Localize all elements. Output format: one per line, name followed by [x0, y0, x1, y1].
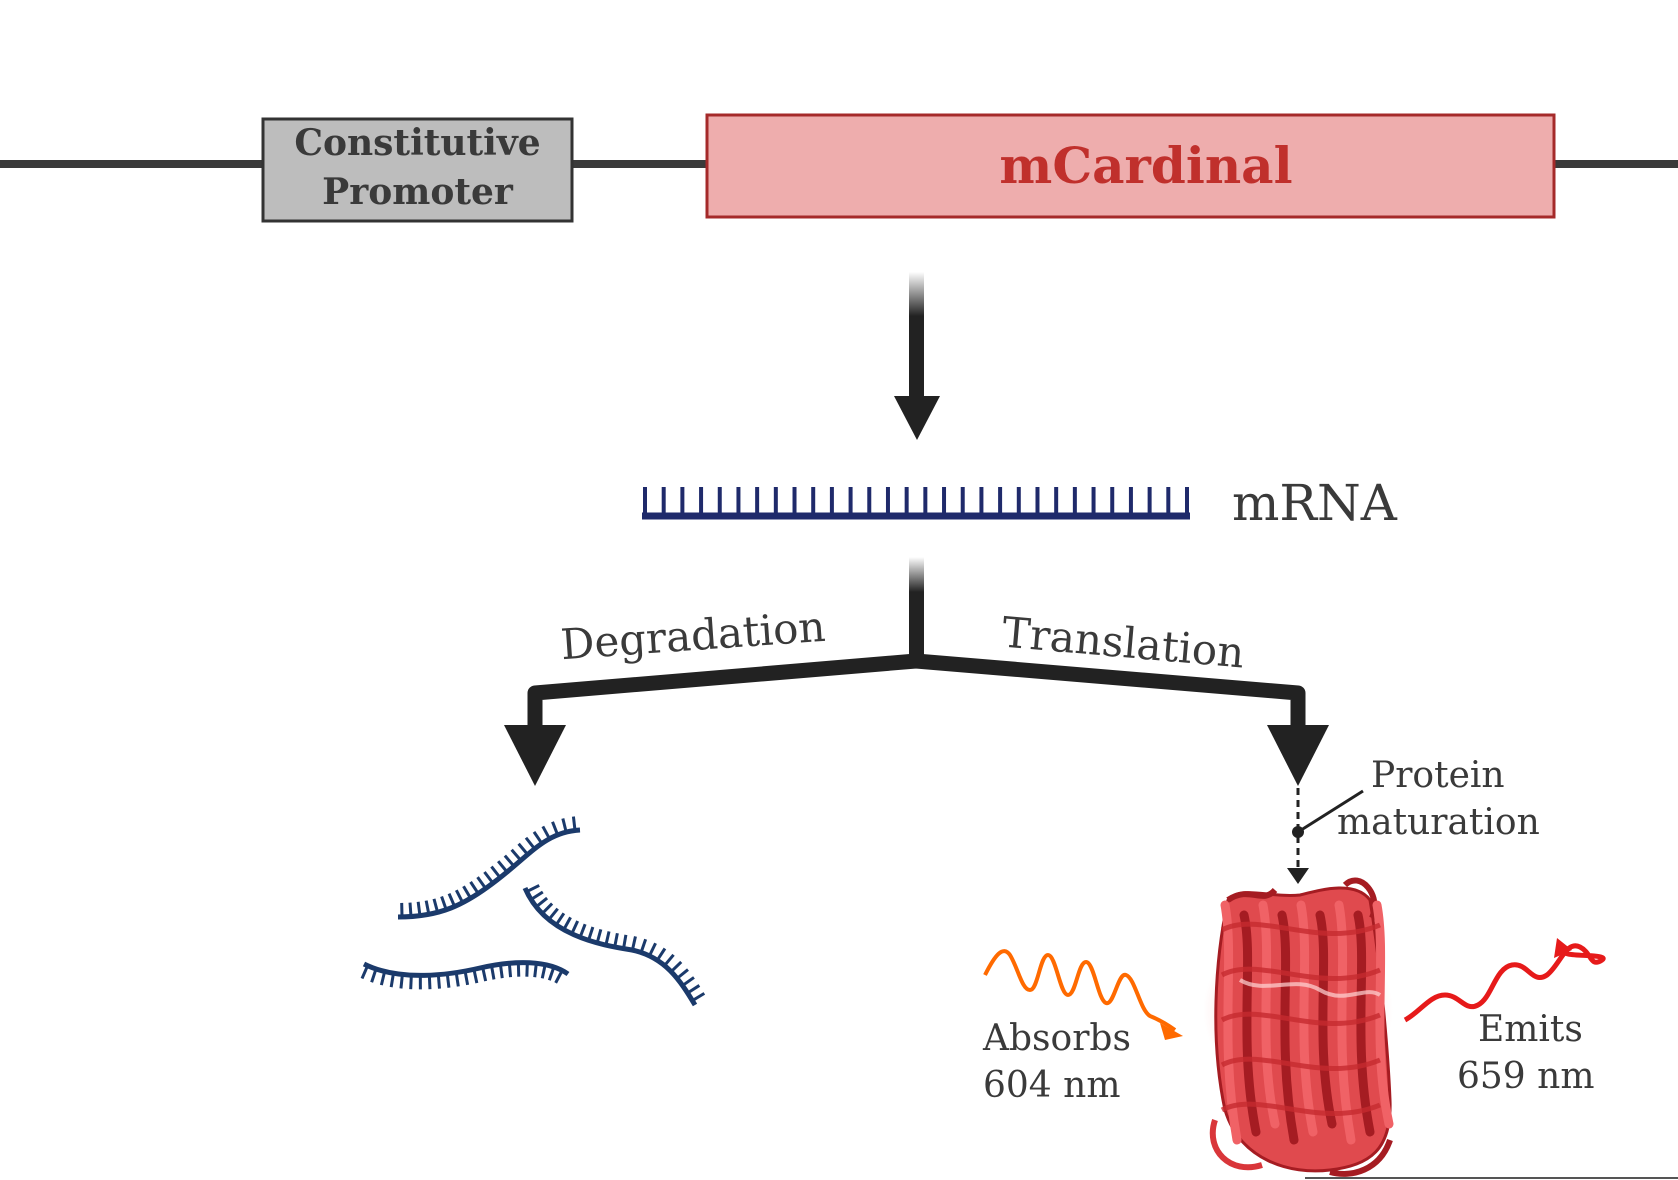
promoter-label-line1: Constitutive [294, 122, 540, 164]
degradation-label: Degradation [559, 602, 827, 669]
absorb-wave: Absorbs 604 nm [982, 949, 1183, 1106]
promoter-label-line2: Promoter [322, 171, 514, 213]
transcription-arrow [894, 272, 940, 440]
emit-label-line2: 659 nm [1457, 1056, 1594, 1097]
degradation-arrowhead [504, 725, 566, 786]
mrna-strand: mRNA [642, 474, 1398, 532]
emit-wave: Emits 659 nm [1403, 938, 1606, 1097]
barrel-strands [1220, 900, 1394, 1145]
maturation-label-line2: maturation [1337, 802, 1540, 843]
branch-arrows: Degradation Translation [504, 557, 1329, 786]
mrna-label: mRNA [1232, 474, 1398, 532]
absorb-label-line2: 604 nm [983, 1065, 1120, 1106]
degraded-mrna-fragments [360, 816, 706, 1007]
emit-label-line1: Emits [1478, 1009, 1583, 1050]
promoter-box: Constitutive Promoter [261, 117, 574, 223]
maturation-label-line1: Protein [1371, 755, 1505, 796]
protein-maturation: Protein maturation [1287, 755, 1540, 884]
gene-box: mCardinal [705, 113, 1556, 219]
fluorescent-protein [1203, 877, 1394, 1177]
mrna-bases [643, 487, 1189, 516]
translation-arrowhead [1267, 725, 1329, 786]
absorb-label-line1: Absorbs [982, 1018, 1131, 1059]
gene-label: mCardinal [999, 136, 1292, 195]
